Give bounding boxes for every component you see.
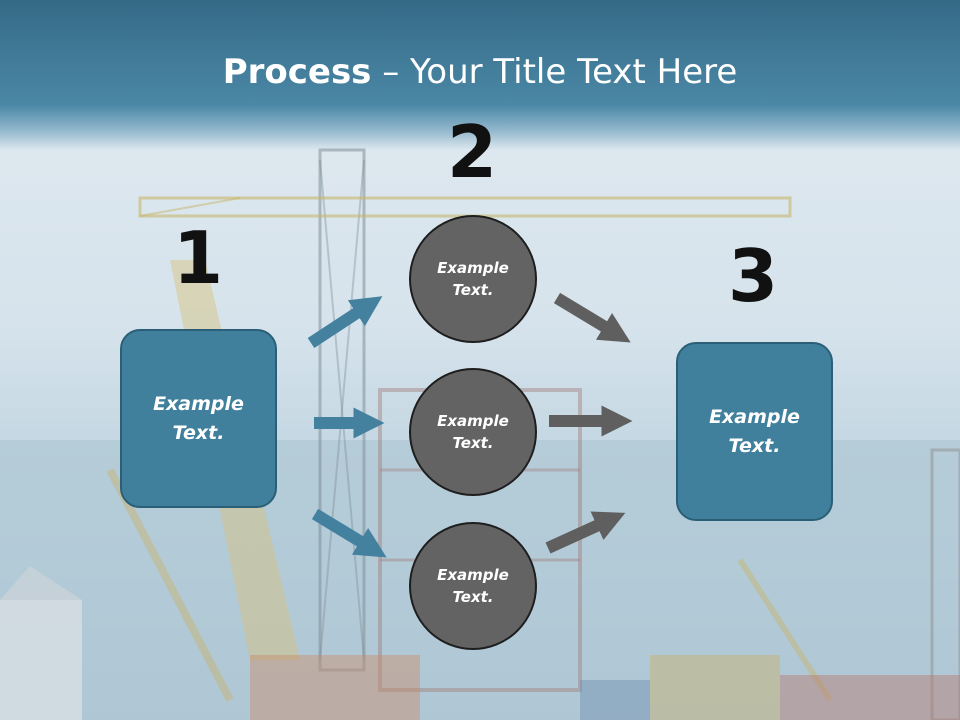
circle-top-line2: Text. — [452, 281, 494, 299]
arrow-top-to-right — [553, 292, 631, 343]
right-process-box: Example Text. — [676, 342, 833, 521]
right-box-line2: Text. — [728, 434, 781, 457]
step-number-1: 1 — [172, 216, 224, 300]
title-rest: – Your Title Text Here — [371, 52, 738, 92]
left-box-line1: Example — [153, 393, 244, 415]
process-circle-top: Example Text. — [409, 215, 537, 343]
circle-middle-line1: Example — [437, 411, 509, 430]
arrow-left-to-bottom — [311, 508, 387, 558]
arrow-bottom-to-right — [545, 511, 626, 554]
circle-top-line1: Example — [437, 258, 509, 277]
circle-bottom-line1: Example — [437, 565, 509, 584]
process-circle-middle: Example Text. — [409, 368, 537, 496]
left-process-box: Example Text. — [120, 329, 277, 508]
arrow-left-to-top — [307, 296, 383, 349]
process-circle-bottom: Example Text. — [409, 522, 537, 650]
step-number-2: 2 — [446, 110, 498, 194]
slide-title: Process – Your Title Text Here — [0, 52, 960, 92]
step-number-3: 3 — [727, 234, 779, 318]
circle-bottom-line2: Text. — [452, 588, 494, 606]
right-box-line1: Example — [709, 406, 800, 428]
title-bold-word: Process — [222, 52, 372, 92]
title-band — [0, 0, 960, 150]
circle-middle-line2: Text. — [452, 434, 494, 452]
left-box-line2: Text. — [172, 421, 225, 444]
